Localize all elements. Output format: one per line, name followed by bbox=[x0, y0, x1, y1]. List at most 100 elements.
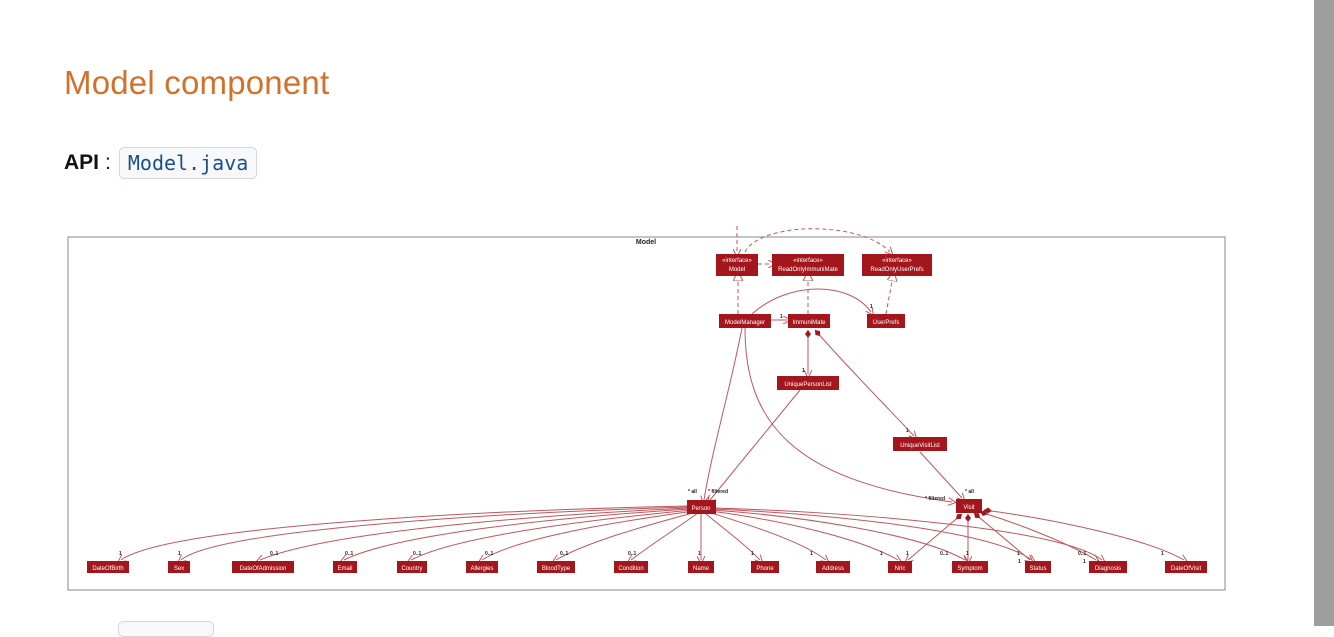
attr-dateofbirth: DateOfBirth bbox=[87, 561, 129, 573]
attr-sex-label: Sex bbox=[174, 566, 184, 572]
edge-person-sex bbox=[181, 506, 689, 560]
edge-im-uvl bbox=[814, 329, 914, 436]
class-unique-person-list: UniquePersonList bbox=[777, 376, 839, 390]
mult-email: 0..1 bbox=[345, 551, 354, 557]
attr-nric: Nric bbox=[888, 561, 912, 573]
class-visit: Visit bbox=[956, 499, 982, 513]
person-class-name: Person bbox=[691, 506, 710, 512]
model-class-name: Model bbox=[729, 267, 745, 273]
roim-stereotype: «interface» bbox=[793, 258, 823, 264]
edge-mm-visit bbox=[744, 327, 952, 502]
edge-person-allergies bbox=[482, 510, 695, 560]
mult-symptom-person: 0..1 bbox=[940, 551, 949, 557]
edge-model-roup bbox=[744, 228, 890, 252]
mult-name: 1 bbox=[698, 551, 701, 557]
attr-dateofvisit-label: DateOfVisit bbox=[1171, 566, 1202, 572]
edge-mm-up bbox=[751, 288, 871, 314]
multiplicity-labels: 1 1 1 1 * all * filtered * filtered * al… bbox=[119, 304, 1164, 565]
up-class-name: UserPrefs bbox=[873, 320, 900, 326]
model-class-diagram: Model bbox=[67, 226, 1226, 591]
api-separator: : bbox=[105, 151, 111, 174]
attr-allergies-label: Allergies bbox=[470, 566, 493, 572]
roim-class-name: ReadOnlyImmuniMate bbox=[778, 267, 838, 273]
attr-bloodtype-label: BloodType bbox=[542, 566, 571, 572]
package-label: Model bbox=[636, 239, 656, 246]
attr-symptom-label: Symptom bbox=[957, 566, 982, 572]
uvl-class-name: UniqueVisitList bbox=[900, 443, 940, 449]
mult-allergies: 0..1 bbox=[485, 551, 494, 557]
class-unique-visit-list: UniqueVisitList bbox=[893, 437, 947, 451]
attr-status: Status bbox=[1025, 561, 1051, 573]
mult-symptom-visit: 1 bbox=[966, 551, 969, 557]
class-model-manager: ModelManager bbox=[719, 314, 771, 328]
attr-name-label: Name bbox=[693, 566, 710, 572]
class-readonly-userprefs: «interface» ReadOnlyUserPrefs bbox=[862, 254, 932, 276]
roup-class-name: ReadOnlyUserPrefs bbox=[870, 267, 923, 273]
api-line: API : Model.java bbox=[64, 146, 258, 180]
edge-person-phone bbox=[704, 512, 760, 560]
mult-nric-visit: 1 bbox=[906, 551, 909, 557]
mult-person-filtered: * filtered bbox=[708, 489, 728, 495]
mult-diagnosis-person: 0..1 bbox=[1078, 551, 1087, 557]
edge-upl-person bbox=[710, 389, 801, 500]
mult-visit-all: * all bbox=[965, 489, 975, 495]
upl-class-name: UniquePersonList bbox=[784, 382, 832, 388]
class-person: Person bbox=[687, 500, 716, 514]
edge-person-bloodtype bbox=[556, 511, 697, 560]
attr-condition: Condition bbox=[614, 561, 648, 573]
edge-visit-dateofvisit bbox=[983, 510, 1184, 560]
attr-status-label: Status bbox=[1029, 566, 1046, 572]
mult-address: 1 bbox=[810, 551, 813, 557]
mult-status-person: 1 bbox=[1017, 551, 1020, 557]
attr-allergies: Allergies bbox=[466, 561, 498, 573]
class-readonly-immunimate: «interface» ReadOnlyImmuniMate bbox=[772, 254, 844, 276]
mult-sex: 1 bbox=[178, 551, 181, 557]
attr-email: Email bbox=[333, 561, 357, 573]
attr-phone-label: Phone bbox=[756, 566, 774, 572]
scrollbar-thumb[interactable] bbox=[1318, 0, 1330, 626]
mult-country: 0..1 bbox=[413, 551, 422, 557]
edge-person-address bbox=[707, 511, 826, 560]
attr-dateofadmission-label: DateOfAdmission bbox=[240, 566, 287, 572]
package-frame bbox=[67, 236, 1226, 591]
mult-diagnosis-visit: 1 bbox=[1083, 559, 1086, 565]
diagram-svg: Model bbox=[67, 226, 1226, 591]
attr-symptom: Symptom bbox=[952, 561, 988, 573]
edge-person-doa bbox=[260, 507, 690, 560]
visit-class-name: Visit bbox=[963, 505, 975, 511]
edge-person-condition bbox=[631, 512, 699, 560]
page-title: Model component bbox=[64, 64, 330, 101]
attr-bloodtype: BloodType bbox=[537, 561, 575, 573]
mult-mm-up: 1 bbox=[870, 304, 873, 310]
mult-phone: 1 bbox=[751, 551, 754, 557]
class-user-prefs: UserPrefs bbox=[867, 314, 905, 328]
vertical-scrollbar[interactable] bbox=[1314, 0, 1334, 626]
attr-condition-label: Condition bbox=[618, 566, 643, 572]
mult-status-visit: 1 bbox=[1018, 559, 1021, 565]
attr-nric-label: Nric bbox=[895, 566, 906, 572]
edge-uvl-visit bbox=[919, 451, 962, 498]
mult-upl: 1 bbox=[802, 368, 805, 374]
attr-dateofvisit: DateOfVisit bbox=[1165, 561, 1207, 573]
attr-address: Address bbox=[816, 561, 850, 573]
edge-person-dob bbox=[121, 505, 689, 560]
next-code-chip[interactable] bbox=[118, 621, 214, 637]
attr-diagnosis: Diagnosis bbox=[1089, 561, 1127, 573]
mult-nric-person: 1 bbox=[880, 551, 883, 557]
mult-mm-im: 1 bbox=[780, 314, 783, 320]
mult-visit-filtered: * filtered bbox=[925, 496, 945, 502]
attr-dateofbirth-label: DateOfBirth bbox=[92, 566, 123, 572]
class-model: «interface» Model bbox=[716, 254, 758, 276]
attr-address-label: Address bbox=[822, 566, 844, 572]
mult-person-all: * all bbox=[688, 489, 698, 495]
mult-dateofvisit: 1 bbox=[1161, 551, 1164, 557]
edge-mm-person bbox=[704, 327, 743, 500]
im-class-name: ImmuniMate bbox=[792, 320, 826, 326]
class-immunimate: ImmuniMate bbox=[788, 314, 830, 328]
edge-person-country bbox=[411, 509, 693, 560]
mm-class-name: ModelManager bbox=[725, 320, 765, 326]
mult-uvl: 1 bbox=[906, 428, 909, 434]
model-java-link[interactable]: Model.java bbox=[118, 147, 258, 179]
mult-dob: 1 bbox=[119, 551, 122, 557]
roup-stereotype: «interface» bbox=[882, 258, 912, 264]
